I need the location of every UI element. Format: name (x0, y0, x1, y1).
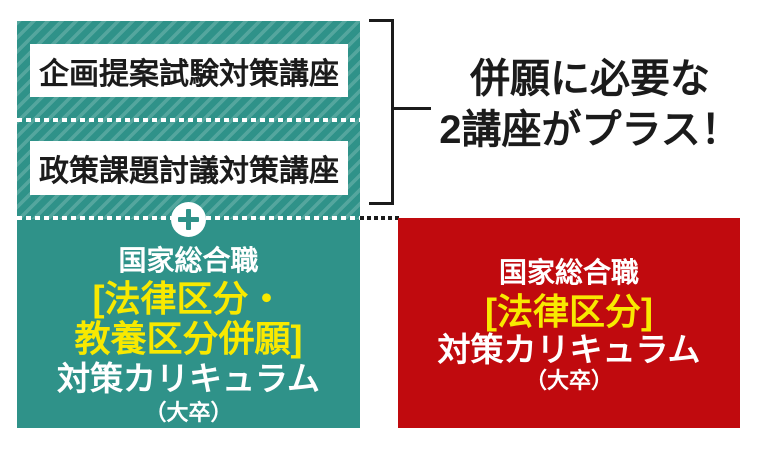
card-note: （大卒） (144, 400, 233, 425)
course-box-planning-proposal: 企画提案試験対策講座 (30, 44, 348, 97)
course-label: 政策課題討議対策講座 (39, 155, 339, 188)
added-courses-section: 企画提案試験対策講座 政策課題討議対策講座 (17, 21, 360, 219)
card-highlight-line1: [法律区分・ (92, 278, 285, 319)
combined-card-text: 国家総合職 [法律区分・ 教養区分併願] 対策カリキュラム （大卒） (17, 243, 360, 428)
plus-icon (171, 202, 206, 237)
dotted-connector-line (360, 216, 400, 220)
headline-line2: 2講座がプラス！ (439, 108, 741, 152)
card-note: （大卒） (524, 368, 613, 393)
card-subtitle: 対策カリキュラム (437, 331, 701, 368)
card-highlight-line2: 教養区分併願] (74, 318, 303, 359)
headline: 併願に必要な 2講座がプラス！ (420, 54, 760, 156)
card-subtitle: 対策カリキュラム (56, 360, 320, 397)
card-title: 国家総合職 (498, 257, 639, 288)
dotted-divider-line (17, 118, 360, 122)
course-label: 企画提案試験対策講座 (39, 57, 339, 91)
bracket-top-tick (369, 19, 394, 22)
course-box-policy-discussion: 政策課題討議対策講座 (30, 141, 348, 195)
headline-line1: 併願に必要な (470, 57, 710, 101)
card-title: 国家総合職 (118, 245, 259, 276)
bracket-middle-tick (391, 107, 431, 110)
base-curriculum-card: 国家総合職 [法律区分] 対策カリキュラム （大卒） (398, 218, 740, 428)
combined-curriculum-card: 企画提案試験対策講座 政策課題討議対策講座 国家総合職 [法律区分・ 教養区分併… (17, 21, 360, 428)
card-highlight: [法律区分] (485, 291, 653, 332)
bracket-bottom-tick (369, 202, 394, 205)
bracket-vertical-line (391, 19, 394, 205)
